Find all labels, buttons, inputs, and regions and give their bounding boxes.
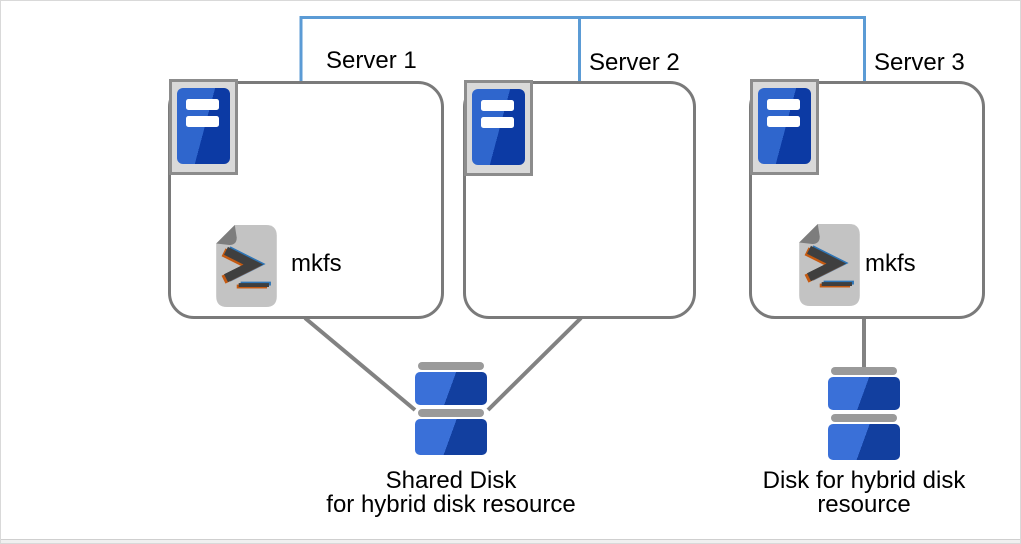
hybrid-disk-label-line1: Disk for hybrid disk: [762, 467, 966, 494]
server-tower-body: [472, 89, 525, 165]
shell-script-icon: [799, 223, 860, 307]
server-tower-slot: [767, 116, 800, 127]
shell-script-icon: [216, 224, 277, 308]
server1-label: Server 1: [326, 47, 417, 74]
shared-disk-label-line2: for hybrid disk resource: [326, 491, 576, 518]
bottom-edge-strip: [1, 539, 1020, 543]
server-tower-body: [758, 88, 811, 164]
hybrid-disk-label-line2: resource: [817, 491, 911, 518]
server-tower-slot: [186, 99, 219, 110]
server-tower-icon: [169, 79, 238, 175]
shared-disk-label-line1: Shared Disk: [385, 467, 517, 494]
server3-label: Server 3: [874, 49, 965, 76]
server2-label: Server 2: [589, 49, 680, 76]
server2-box: [463, 81, 696, 319]
disk-platter-cap: [831, 367, 897, 375]
disk-platter-cap: [831, 414, 897, 422]
disk-stack-icon: [828, 367, 900, 460]
mkfs-label-server1: mkfs: [291, 250, 342, 277]
hybrid-disk-label: Disk for hybrid disk resource: [734, 469, 994, 517]
shared-disk-label: Shared Disk for hybrid disk resource: [291, 469, 611, 517]
disk-platter-cap: [418, 409, 484, 417]
mkfs-label-server3: mkfs: [865, 250, 916, 277]
server-tower-icon: [750, 79, 819, 175]
server-tower-icon: [464, 80, 533, 176]
disk-platter-body: [828, 377, 900, 410]
server-tower-body: [177, 88, 230, 164]
link-server1-shared-disk: [303, 316, 417, 412]
server-tower-slot: [186, 116, 219, 127]
disk-platter-body: [415, 419, 487, 455]
server-tower-slot: [767, 99, 800, 110]
interconnect-line: [299, 16, 866, 81]
disk-stack-icon: [415, 362, 487, 455]
link-server2-shared-disk: [486, 316, 583, 412]
disk-platter-body: [828, 424, 900, 460]
disk-platter-cap: [418, 362, 484, 370]
server-tower-slot: [481, 100, 514, 111]
server-tower-slot: [481, 117, 514, 128]
disk-platter-body: [415, 372, 487, 405]
